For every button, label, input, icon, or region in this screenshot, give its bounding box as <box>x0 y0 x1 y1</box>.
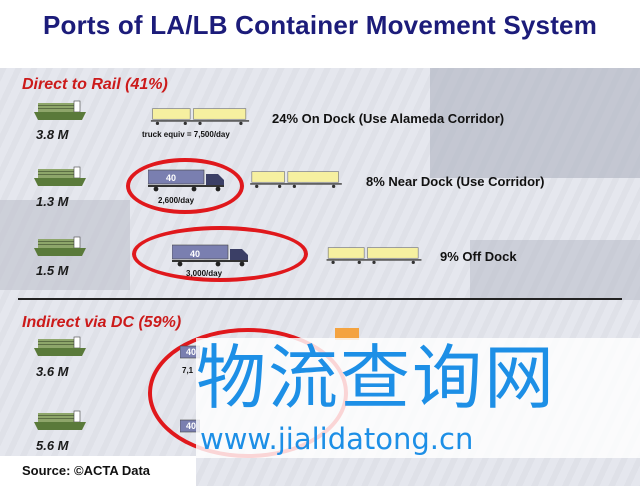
truck-icon <box>180 345 200 359</box>
row-volume: 5.6 M <box>36 438 69 453</box>
watermark-url: www.jialidatong.cn <box>200 422 474 456</box>
rail-train-icon <box>326 247 422 264</box>
container-ship-icon <box>32 166 88 188</box>
source-credit: Source: ©ACTA Data <box>0 456 196 486</box>
truck-count: 2,600/day <box>158 196 195 205</box>
section-divider <box>18 298 622 300</box>
truck-icon <box>172 244 248 267</box>
indirect-dc-heading: Indirect via DC (59%) <box>22 314 182 331</box>
rail-train-icon <box>150 108 250 125</box>
container-ship-icon <box>32 100 88 122</box>
container-ship-icon <box>32 410 88 432</box>
row-label: 9% Off Dock <box>440 249 517 264</box>
orange-marker <box>335 328 359 340</box>
row-volume: 1.5 M <box>36 263 69 278</box>
pier-shape <box>430 68 640 178</box>
truck-icon <box>180 419 200 433</box>
row-label: 8% Near Dock (Use Corridor) <box>366 174 545 189</box>
truck-equivalent-note: truck equiv = 7,500/day <box>142 130 230 139</box>
direct-rail-heading: Direct to Rail (41%) <box>22 76 168 93</box>
watermark-chinese-text: 物流查询网 <box>196 337 556 419</box>
trailer-number: 40 <box>166 173 177 183</box>
trailer-number: 40 <box>186 421 197 431</box>
container-ship-icon <box>32 236 88 258</box>
row-volume: 3.6 M <box>36 364 69 379</box>
container-ship-icon <box>32 336 88 358</box>
trailer-number: 40 <box>186 347 197 357</box>
row-volume: 3.8 M <box>36 127 69 142</box>
highlight-circle <box>132 226 308 282</box>
rail-train-icon <box>250 171 342 188</box>
row-label: 24% On Dock (Use Alameda Corridor) <box>272 111 505 126</box>
trailer-number: 40 <box>190 249 201 259</box>
slide-title: Ports of LA/LB Container Movement System <box>42 10 598 40</box>
watermark-backdrop <box>196 338 640 458</box>
truck-icon <box>148 169 224 192</box>
partial-truck-count: 7,1 <box>182 366 194 375</box>
highlight-circle <box>126 158 244 214</box>
row-volume: 1.3 M <box>36 194 69 209</box>
pier-shape <box>470 240 640 300</box>
truck-count: 3,000/day <box>186 269 223 278</box>
